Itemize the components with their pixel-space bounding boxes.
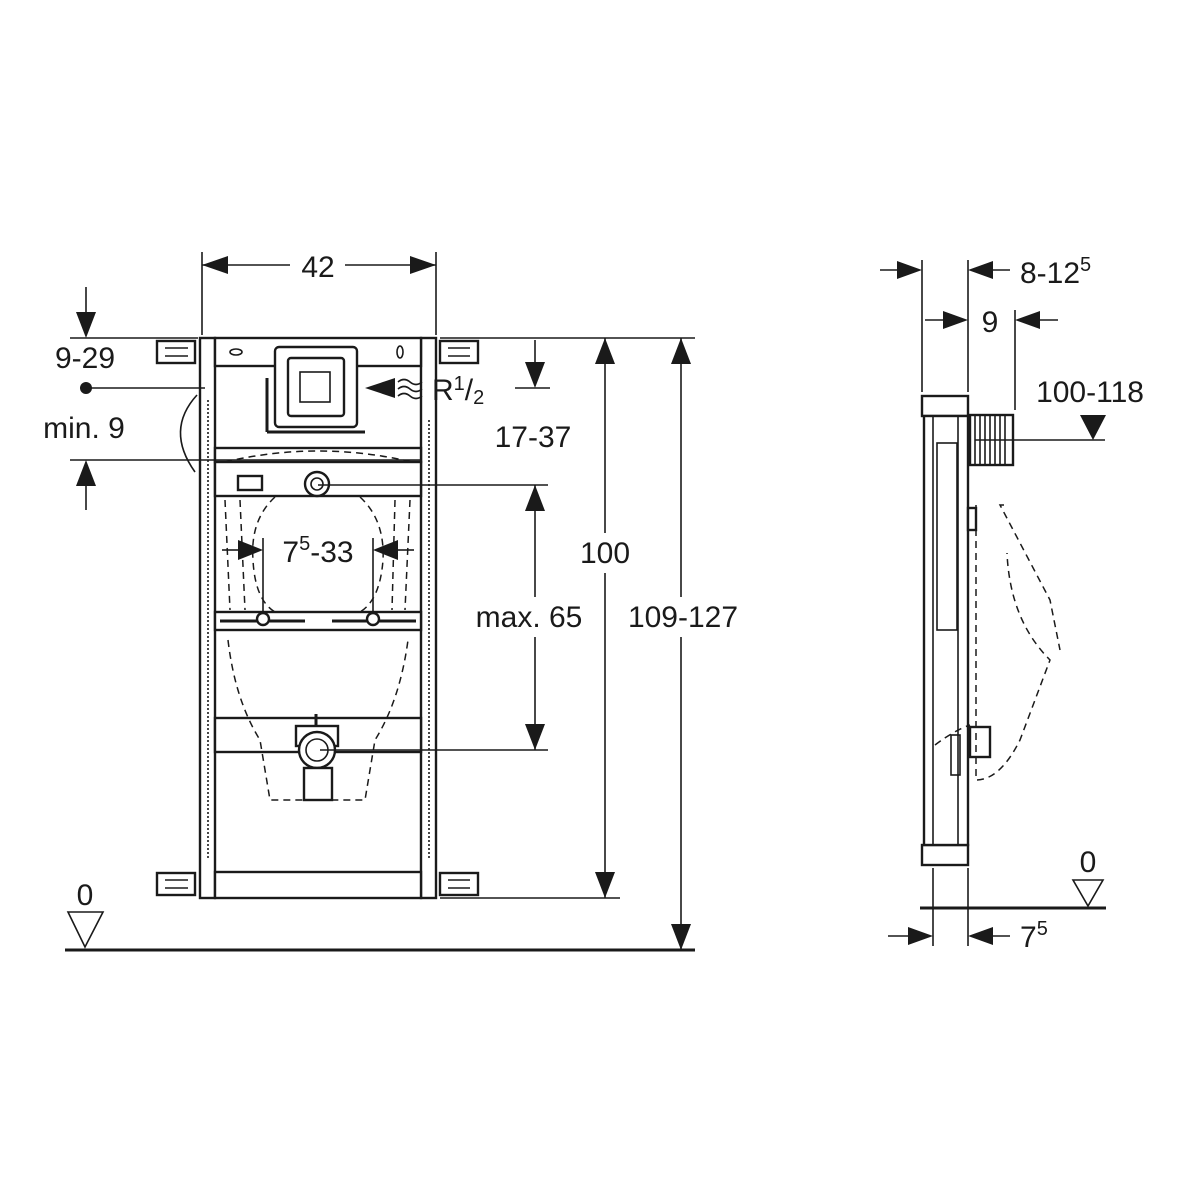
side-floor: 0 75: [888, 846, 1106, 954]
inlet-dimension: 17-37: [440, 337, 695, 454]
total-height-label: 109-127: [628, 601, 738, 634]
pipe-height-label: 100-118: [1036, 376, 1144, 409]
frame-height-dimension: 100: [440, 338, 637, 899]
inlet-label: 17-37: [495, 421, 572, 454]
outlet-label: max. 65: [476, 601, 583, 634]
bracket-spacing-label: 75-33: [282, 533, 353, 569]
min-label: min. 9: [43, 412, 125, 445]
pipe-depth-dimension: 9: [925, 306, 1058, 410]
floor-label: 0: [77, 879, 94, 912]
supply-label: R1/2: [432, 373, 484, 409]
depth-dimension: 8-125: [880, 254, 1091, 392]
floor-level-icon: [66, 911, 105, 949]
front-floor: 0: [65, 879, 695, 952]
bracket-spacing-dimension: 75-33: [222, 533, 414, 612]
pipe-depth-label: 9: [982, 306, 999, 339]
foot-depth-label: 75: [1020, 918, 1048, 954]
water-supply-callout: R1/2: [365, 373, 484, 409]
width-dimension: 42: [201, 251, 437, 335]
width-label: 42: [301, 251, 334, 284]
top-offset-label: 9-29: [55, 342, 115, 375]
side-frame: [920, 394, 1061, 867]
floor-level-icon: [1071, 879, 1105, 908]
front-frame: [155, 336, 480, 900]
pipe-height-dimension: 100-118: [975, 376, 1144, 441]
frame-height-label: 100: [580, 537, 630, 570]
total-height-dimension: 109-127: [616, 338, 750, 950]
top-offset-dimension: 9-29 min. 9: [43, 287, 420, 510]
depth-label: 8-125: [1020, 254, 1091, 290]
side-floor-label: 0: [1080, 846, 1097, 879]
outlet-dimension: max. 65: [318, 484, 594, 751]
